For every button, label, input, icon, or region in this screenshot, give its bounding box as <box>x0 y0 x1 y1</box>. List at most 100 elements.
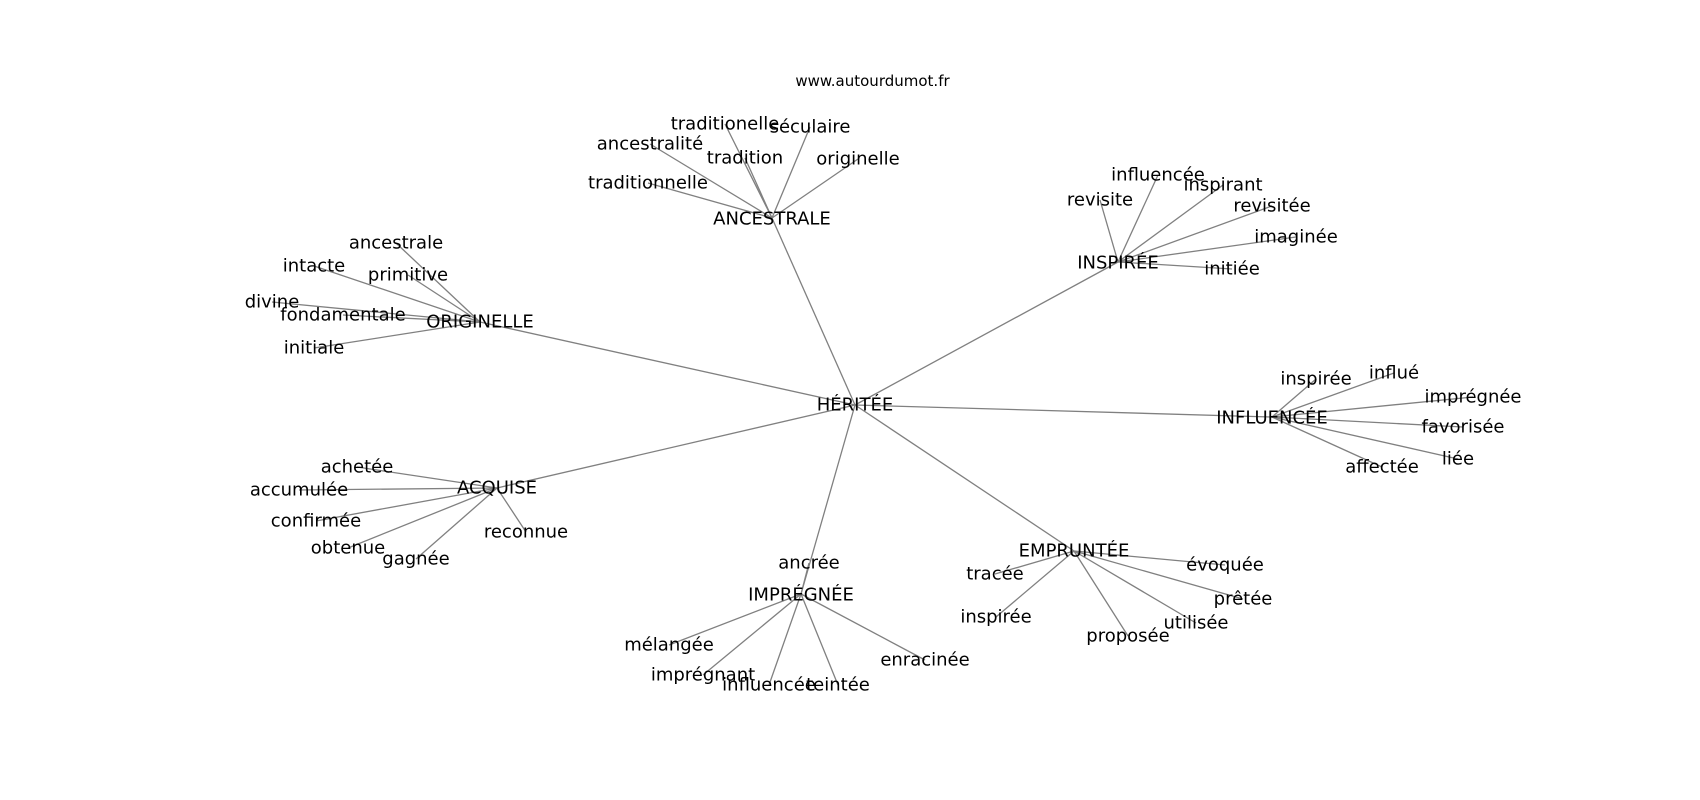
root-node-label: HÉRITÉE <box>817 394 893 416</box>
leaf-edge <box>407 274 481 323</box>
leaf-node-label: affectée <box>1345 457 1419 478</box>
leaf-node-label: inspirée <box>960 607 1031 628</box>
hub-node-label: INFLUENCÉE <box>1216 407 1328 429</box>
leaf-node-label: tradition <box>707 148 783 169</box>
leaf-node-label: fondamentale <box>280 305 405 326</box>
leaf-node-label: inspirée <box>1280 369 1351 390</box>
leaf-edge <box>1073 550 1197 624</box>
leaf-node-label: proposée <box>1086 626 1169 647</box>
edge-layer <box>271 123 1474 686</box>
leaf-edge <box>724 123 773 219</box>
leaf-edge <box>356 466 498 489</box>
leaf-edge <box>771 158 859 219</box>
leaf-edge <box>271 301 481 323</box>
leaf-node-label: traditionnelle <box>588 173 708 194</box>
hub-node-label: ANCESTRALE <box>713 209 831 230</box>
leaf-node-label: imprégnant <box>651 665 755 686</box>
leaf-edge <box>1271 416 1464 428</box>
hub-node-label: ORIGINELLE <box>426 312 534 333</box>
leaf-edge <box>1073 550 1129 637</box>
leaf-edge <box>1117 205 1273 263</box>
leaf-edge <box>1117 174 1159 263</box>
leaf-node-label: influencée <box>722 675 816 696</box>
leaf-edge <box>702 593 802 676</box>
leaf-node-label: influencée <box>1111 165 1205 186</box>
leaf-edge <box>395 242 481 323</box>
watermark: www.autourdumot.fr <box>795 72 950 90</box>
leaf-node-label: mélangée <box>624 635 714 656</box>
leaf-edge <box>315 487 498 522</box>
leaf-edge <box>313 321 481 349</box>
leaf-edge <box>1099 199 1119 263</box>
leaf-node-label: prêtée <box>1214 589 1273 610</box>
leaf-node-label: traditionelle <box>671 114 780 135</box>
leaf-edge <box>1271 378 1317 418</box>
leaf-node-label: utilisée <box>1164 613 1229 634</box>
leaf-node-label: imaginée <box>1254 227 1338 248</box>
leaf-node-label: gagnée <box>382 549 449 570</box>
leaf-node-label: imprégnée <box>1424 387 1521 408</box>
leaf-edge <box>994 550 1075 575</box>
leaf-node-label: obtenue <box>311 538 385 559</box>
leaf-node-label: accumulée <box>250 480 348 501</box>
root-edge <box>854 404 1273 418</box>
leaf-edge <box>347 487 498 549</box>
leaf-edge <box>1073 550 1244 600</box>
leaf-edge <box>647 182 773 219</box>
leaf-edge <box>1117 184 1224 263</box>
root-edge <box>771 217 856 406</box>
leaf-node-label: influé <box>1369 363 1419 384</box>
leaf-edge <box>995 550 1075 618</box>
leaf-node-label: initiale <box>284 338 345 359</box>
leaf-edge <box>1073 550 1226 566</box>
leaf-node-label: liée <box>1442 449 1474 470</box>
leaf-edge <box>800 562 810 595</box>
leaf-edge <box>415 487 498 560</box>
leaf-node-label: revisite <box>1067 190 1133 211</box>
leaf-edge <box>768 593 802 686</box>
leaf-node-label: achetée <box>321 457 394 478</box>
hub-node-label: IMPRÉGNÉE <box>748 584 854 606</box>
leaf-node-label: enracinée <box>880 650 969 671</box>
leaf-edge <box>1271 416 1459 460</box>
leaf-node-label: séculaire <box>770 117 851 138</box>
leaf-node-label: tracée <box>966 564 1024 585</box>
leaf-edge <box>1117 236 1297 263</box>
leaf-node-label: évoquée <box>1186 555 1264 576</box>
leaf-edge <box>771 126 811 219</box>
leaf-node-label: confirmée <box>271 511 361 532</box>
leaf-edge <box>313 265 481 323</box>
leaf-edge <box>298 487 498 491</box>
leaf-node-label: intacte <box>283 256 346 277</box>
leaf-node-label: primitive <box>368 265 448 286</box>
leaf-node-label: initiée <box>1204 259 1260 280</box>
leaf-node-label: teintée <box>806 675 870 696</box>
leaf-node-label: ancrée <box>778 553 840 574</box>
leaf-edge <box>1271 416 1383 468</box>
leaf-edge <box>800 593 926 661</box>
leaf-edge <box>649 143 773 219</box>
leaf-edge <box>1271 372 1395 418</box>
hub-node-label: ACQUISE <box>457 478 537 499</box>
leaf-node-label: reconnue <box>484 522 568 543</box>
hub-node-label: EMPRUNTÉE <box>1019 540 1130 562</box>
leaf-edge <box>744 157 773 219</box>
leaf-node-label: ancestralité <box>597 134 703 155</box>
root-edge <box>800 404 856 595</box>
leaf-node-label: ancestrale <box>349 233 443 254</box>
leaf-node-label: favorisée <box>1422 417 1505 438</box>
root-edge <box>479 321 856 406</box>
leaf-edge <box>1271 396 1474 418</box>
leaf-edge <box>800 593 839 686</box>
leaf-node-label: originelle <box>816 149 899 170</box>
hub-node-label: INSPIRÉE <box>1077 252 1159 274</box>
leaf-edge <box>342 314 481 323</box>
root-edge <box>854 261 1119 406</box>
leaf-node-label: divine <box>245 292 300 313</box>
leaf-edge <box>496 487 527 533</box>
root-edge <box>496 404 856 489</box>
leaf-node-label: revisitée <box>1233 196 1310 217</box>
